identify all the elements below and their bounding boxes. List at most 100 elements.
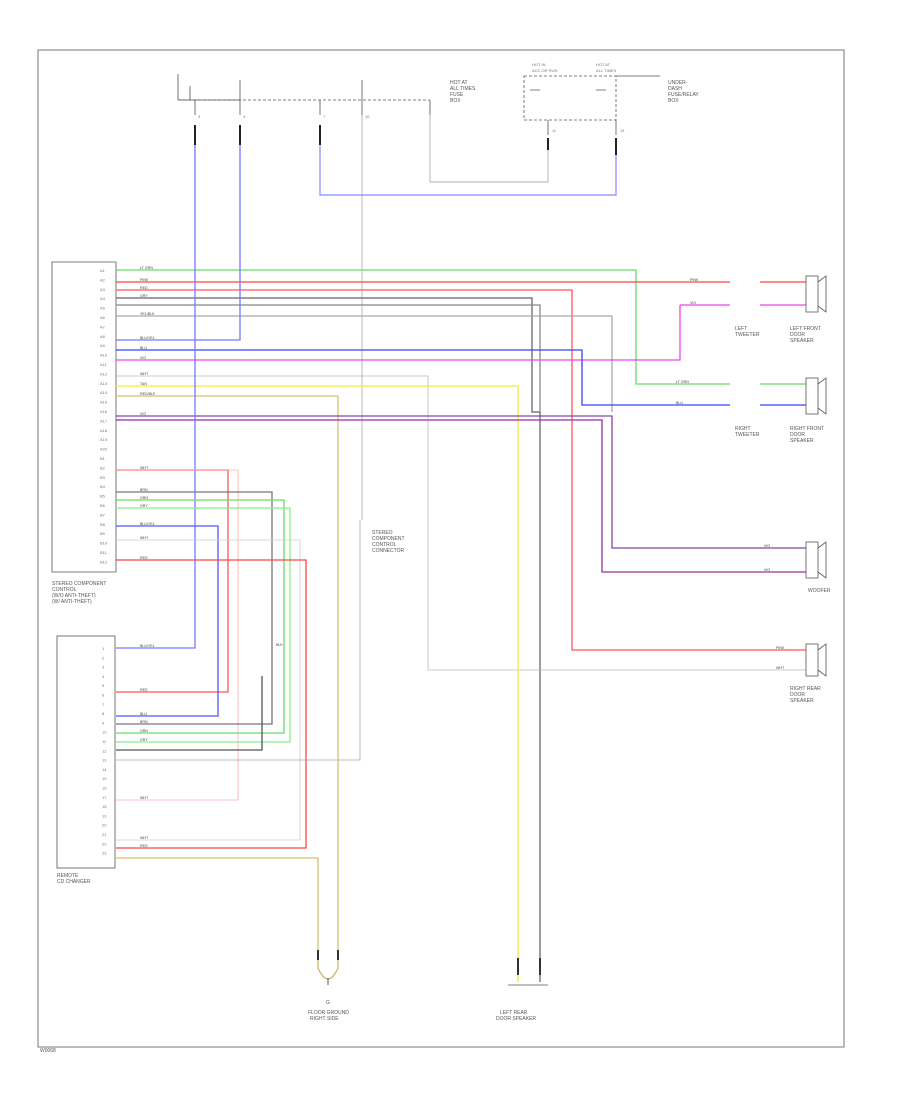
left-speaker-label-1: LEFT FRONT bbox=[790, 326, 821, 332]
wire-tag: LT GRN bbox=[140, 266, 153, 270]
wire-tag: BLU/YEL bbox=[140, 336, 155, 340]
pin-label: B3 bbox=[100, 475, 106, 480]
right-rear-label-1: RIGHT REAR bbox=[790, 686, 821, 692]
wire-tag: BLU/YEL bbox=[140, 522, 155, 526]
top-connectors bbox=[194, 125, 617, 155]
pin-label: 1 bbox=[102, 646, 105, 651]
stereo-label-2: CONTROL bbox=[52, 587, 77, 593]
pin-label: 19 bbox=[102, 813, 107, 818]
pin-label: B6 bbox=[100, 503, 106, 508]
wire-tag: GRN bbox=[140, 496, 148, 500]
ground-label-1: FLOOR GROUND bbox=[308, 1010, 349, 1016]
wire-blu-1 bbox=[116, 145, 241, 341]
wire-tag: BRN bbox=[140, 488, 148, 492]
pin-label: 23 bbox=[102, 851, 107, 856]
wire-lt-grn bbox=[116, 269, 730, 385]
fuse-right-label-4: BOX bbox=[668, 98, 679, 104]
pin-label: A12 bbox=[100, 371, 108, 376]
fuse-right-label-1: UNDER- bbox=[668, 80, 688, 86]
wire-tag: GRN bbox=[140, 729, 148, 733]
wire-tag: VIO bbox=[140, 412, 146, 416]
wire-gry-8 bbox=[116, 520, 361, 761]
wire-magenta bbox=[116, 304, 730, 361]
wire-red-2 bbox=[116, 289, 806, 651]
pin-label: 9 bbox=[102, 720, 105, 725]
fuse-left-label-4: BOX bbox=[450, 98, 461, 104]
wire-tan bbox=[116, 395, 339, 950]
pin-label: A5 bbox=[100, 306, 106, 311]
right-speaker-label-2: DOOR bbox=[790, 432, 805, 438]
cd-changer-label-1: REMOTE bbox=[57, 873, 79, 879]
pin-label: 11 bbox=[102, 739, 107, 744]
figure-code: W0068 bbox=[40, 1048, 56, 1054]
fuse-block-2-label-2: ALL TIMES bbox=[596, 68, 617, 73]
splice-label-3: CONTROL bbox=[372, 542, 397, 548]
wire-gry-1 bbox=[116, 297, 541, 982]
wire-gry-2 bbox=[116, 304, 541, 412]
right-front-speaker-group bbox=[760, 377, 827, 415]
pin-label: 10 bbox=[102, 730, 107, 735]
splice-label-2: COMPONENT bbox=[372, 536, 405, 542]
top-blue-wire bbox=[319, 145, 617, 196]
wire-vio-1 bbox=[116, 415, 806, 549]
interconnect-wires bbox=[116, 145, 361, 950]
pin-label: B10 bbox=[100, 541, 108, 546]
wire-tag: RED bbox=[140, 844, 148, 848]
pin-label: B1 bbox=[100, 456, 106, 461]
pin-label: 12 bbox=[102, 748, 107, 753]
wire-blu-4 bbox=[116, 525, 219, 717]
pin-label: 15 bbox=[102, 776, 107, 781]
wire-tags: LT GRN PINK RED GRY YEL/BLK BLU/YEL BLU … bbox=[140, 266, 785, 848]
wire-red-3 bbox=[116, 469, 229, 693]
wire-tag: PINK bbox=[776, 646, 785, 650]
wire-tan-2 bbox=[116, 857, 319, 950]
right-rear-speaker-group bbox=[805, 643, 827, 677]
pin-label: B8 bbox=[100, 522, 106, 527]
stereo-pin-labels: A1A2A3A4A5A6A7A8A9A10A11A12A13A14A15A16A… bbox=[100, 268, 108, 564]
pin-label: A15 bbox=[100, 400, 108, 405]
pin-label: B12 bbox=[100, 559, 108, 564]
wire-tag: WHT bbox=[776, 666, 785, 670]
wire-tag: BRN bbox=[140, 720, 148, 724]
pin-label: 18 bbox=[102, 804, 107, 809]
wire-tag: GRY bbox=[140, 738, 148, 742]
wire-tag: BLK bbox=[276, 643, 283, 647]
wire-gry-6 bbox=[116, 539, 301, 841]
pin-label: A4 bbox=[100, 296, 106, 301]
wire-blu-3 bbox=[116, 145, 196, 649]
cd-changer-label-2: CD CHANGER bbox=[57, 879, 91, 885]
fuse-block-1-label-2: ACC OR RUN bbox=[532, 68, 557, 73]
pin-label: 14 bbox=[102, 767, 107, 772]
pin-label: A3 bbox=[100, 287, 106, 292]
pin-label: 16 bbox=[102, 786, 107, 791]
pin-label: 17 bbox=[102, 795, 107, 800]
right-rear-label-3: SPEAKER bbox=[790, 698, 814, 704]
pin-label: B7 bbox=[100, 512, 106, 517]
pin-label: A14 bbox=[100, 390, 108, 395]
fuse-pin-label: 4 bbox=[243, 114, 246, 119]
pin-label: 21 bbox=[102, 832, 107, 837]
wire-pink-1 bbox=[116, 469, 239, 801]
pin-label: 7 bbox=[102, 702, 105, 707]
pin-label: 2 bbox=[102, 655, 105, 660]
fuse-pin-label: 7 bbox=[323, 114, 326, 119]
pin-label: 3 bbox=[102, 665, 105, 670]
wire-tag: RED bbox=[140, 688, 148, 692]
pin-label: 4 bbox=[102, 674, 105, 679]
right-rear-label-2: DOOR bbox=[790, 692, 805, 698]
stereo-unit bbox=[51, 261, 117, 573]
pin-label: A18 bbox=[100, 428, 108, 433]
left-rear-label-1: LEFT REAR bbox=[500, 1010, 528, 1016]
stereo-label-4: (W/ ANTI-THEFT) bbox=[52, 599, 92, 605]
wire-tag: GRY bbox=[140, 504, 148, 508]
wire-grn-2 bbox=[116, 499, 285, 734]
wire-tag: VIO bbox=[140, 356, 146, 360]
left-tweeter-label-2: TWEETER bbox=[735, 332, 760, 338]
fuse-left-label-2: ALL TIMES bbox=[450, 86, 476, 92]
pin-label: 13 bbox=[102, 758, 107, 763]
fuse-pin-label: 10 bbox=[365, 114, 370, 119]
left-rear-connector bbox=[508, 958, 548, 986]
wire-tag: BLU/YEL bbox=[140, 644, 155, 648]
pin-label: A16 bbox=[100, 409, 108, 414]
wire-gry-7 bbox=[116, 676, 263, 751]
